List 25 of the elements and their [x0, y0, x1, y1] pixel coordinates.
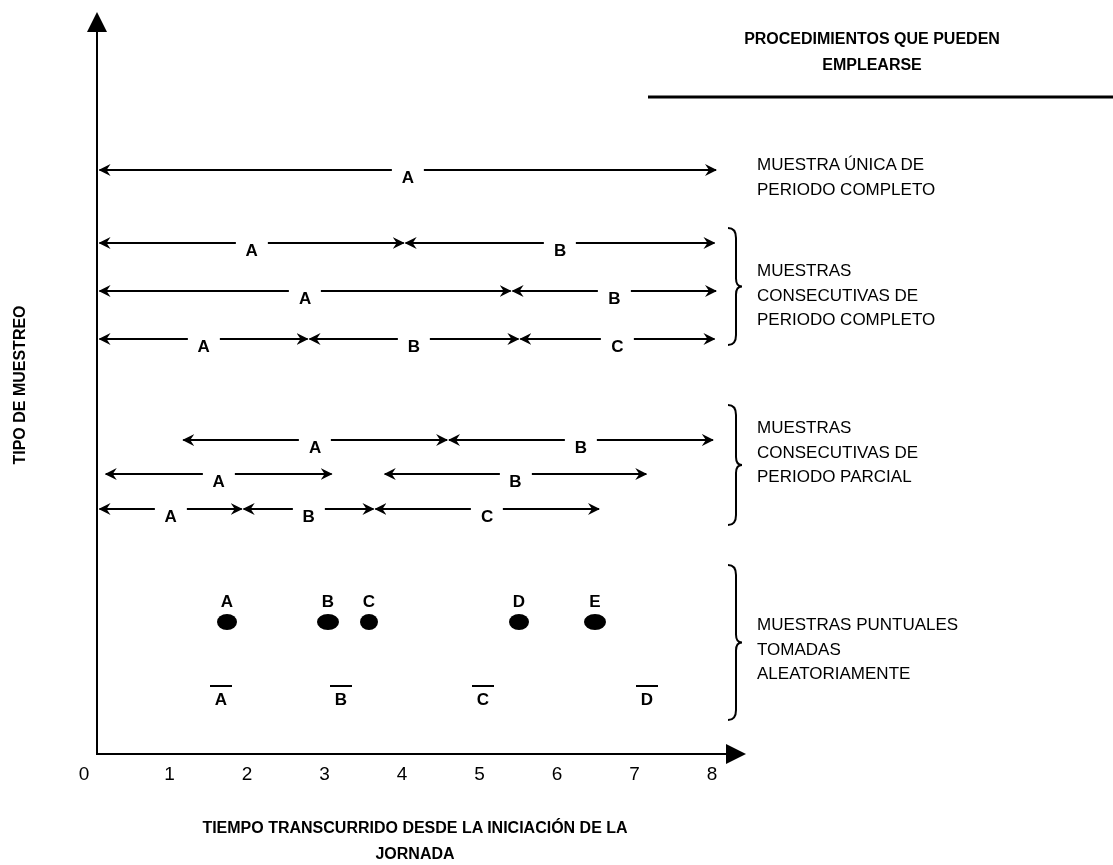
title: PROCEDIMIENTOS QUE PUEDEN EMPLEARSE — [743, 29, 1001, 75]
sample-letter: B — [321, 591, 335, 613]
tick-label: 6 — [551, 763, 563, 786]
overlined-letter: C — [472, 685, 494, 708]
x-axis-label: TIEMPO TRANSCURRIDO DESDE LA INICIACIÓN DE LA JORNADA — [201, 817, 629, 864]
sample-letter: A — [220, 591, 234, 613]
tick-label: 8 — [706, 763, 718, 786]
procedure-description: MUESTRAS CONSECUTIVAS DE PERIODO PARCIAL — [757, 417, 920, 489]
overlined-letter: D — [636, 685, 658, 708]
procedure-description: MUESTRAS PUNTUALES TOMADAS ALEATORIAMENTE — [757, 614, 960, 686]
sample-letter: D — [512, 591, 526, 613]
tick-label: 4 — [396, 763, 408, 786]
y-axis-label: TIPO DE MUESTREO — [10, 305, 30, 465]
tick-label: 5 — [474, 763, 485, 786]
tick-label: 7 — [629, 763, 640, 786]
sample-letter: C — [362, 591, 376, 613]
tick-label: 1 — [164, 763, 175, 786]
overlined-letter: A — [210, 685, 232, 708]
tick-label: 0 — [78, 763, 90, 786]
procedure-description: MUESTRAS CONSECUTIVAS DE PERIODO COMPLETO — [757, 260, 937, 332]
overlined-letter: B — [330, 685, 352, 708]
sample-letter: E — [589, 591, 601, 613]
procedure-description: MUESTRA ÚNICA DE PERIODO COMPLETO — [757, 154, 937, 201]
tick-label: 2 — [241, 763, 253, 786]
tick-label: 3 — [319, 763, 330, 786]
